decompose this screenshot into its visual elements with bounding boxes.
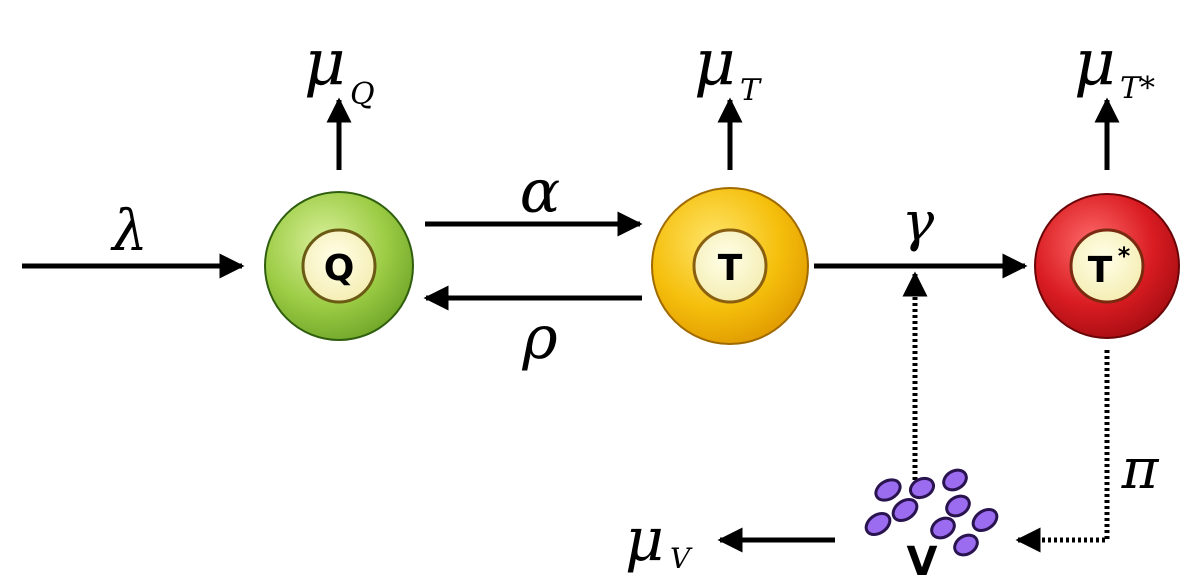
mu-q-label: μ Q — [304, 26, 375, 112]
virus-cluster: V — [864, 468, 999, 576]
svg-text:μ: μ — [694, 26, 736, 100]
mu-tstar-label: μ T* — [1074, 26, 1155, 106]
virus-particle-icon — [942, 468, 968, 492]
svg-text:Q: Q — [350, 77, 375, 112]
node-tstar: T * — [1034, 193, 1180, 339]
svg-text:T*: T* — [1120, 71, 1155, 106]
node-t: T — [651, 187, 809, 345]
virus-particle-icon — [945, 494, 971, 518]
pi-production-arrow — [1015, 350, 1110, 553]
alpha-label: α — [520, 157, 561, 227]
svg-text:μ: μ — [1074, 26, 1116, 100]
node-v-label: V — [907, 539, 938, 576]
node-tstar-sup: * — [1118, 242, 1131, 270]
mu-v-label: μ V — [625, 505, 693, 575]
svg-text:μ: μ — [625, 505, 664, 575]
virus-particle-icon — [864, 512, 892, 536]
virus-particle-icon — [953, 533, 979, 557]
virus-particle-icon — [971, 508, 999, 532]
virus-particle-icon — [874, 478, 902, 502]
node-t-label: T — [718, 248, 743, 289]
svg-text:μ: μ — [304, 26, 346, 100]
svg-text:V: V — [670, 542, 693, 575]
rho-label: ρ — [521, 303, 557, 373]
virus-particle-icon — [891, 498, 919, 522]
mu-t-label: μ T — [694, 26, 762, 108]
node-tstar-label: T — [1088, 250, 1113, 291]
node-q: Q — [264, 191, 414, 341]
lambda-label: λ — [110, 199, 148, 264]
svg-text:T: T — [740, 73, 762, 108]
virus-particle-icon — [908, 476, 936, 500]
virus-particle-icon — [930, 516, 956, 540]
pi-label: π — [1121, 437, 1160, 502]
gamma-label: γ — [902, 190, 935, 253]
node-q-label: Q — [324, 248, 355, 289]
